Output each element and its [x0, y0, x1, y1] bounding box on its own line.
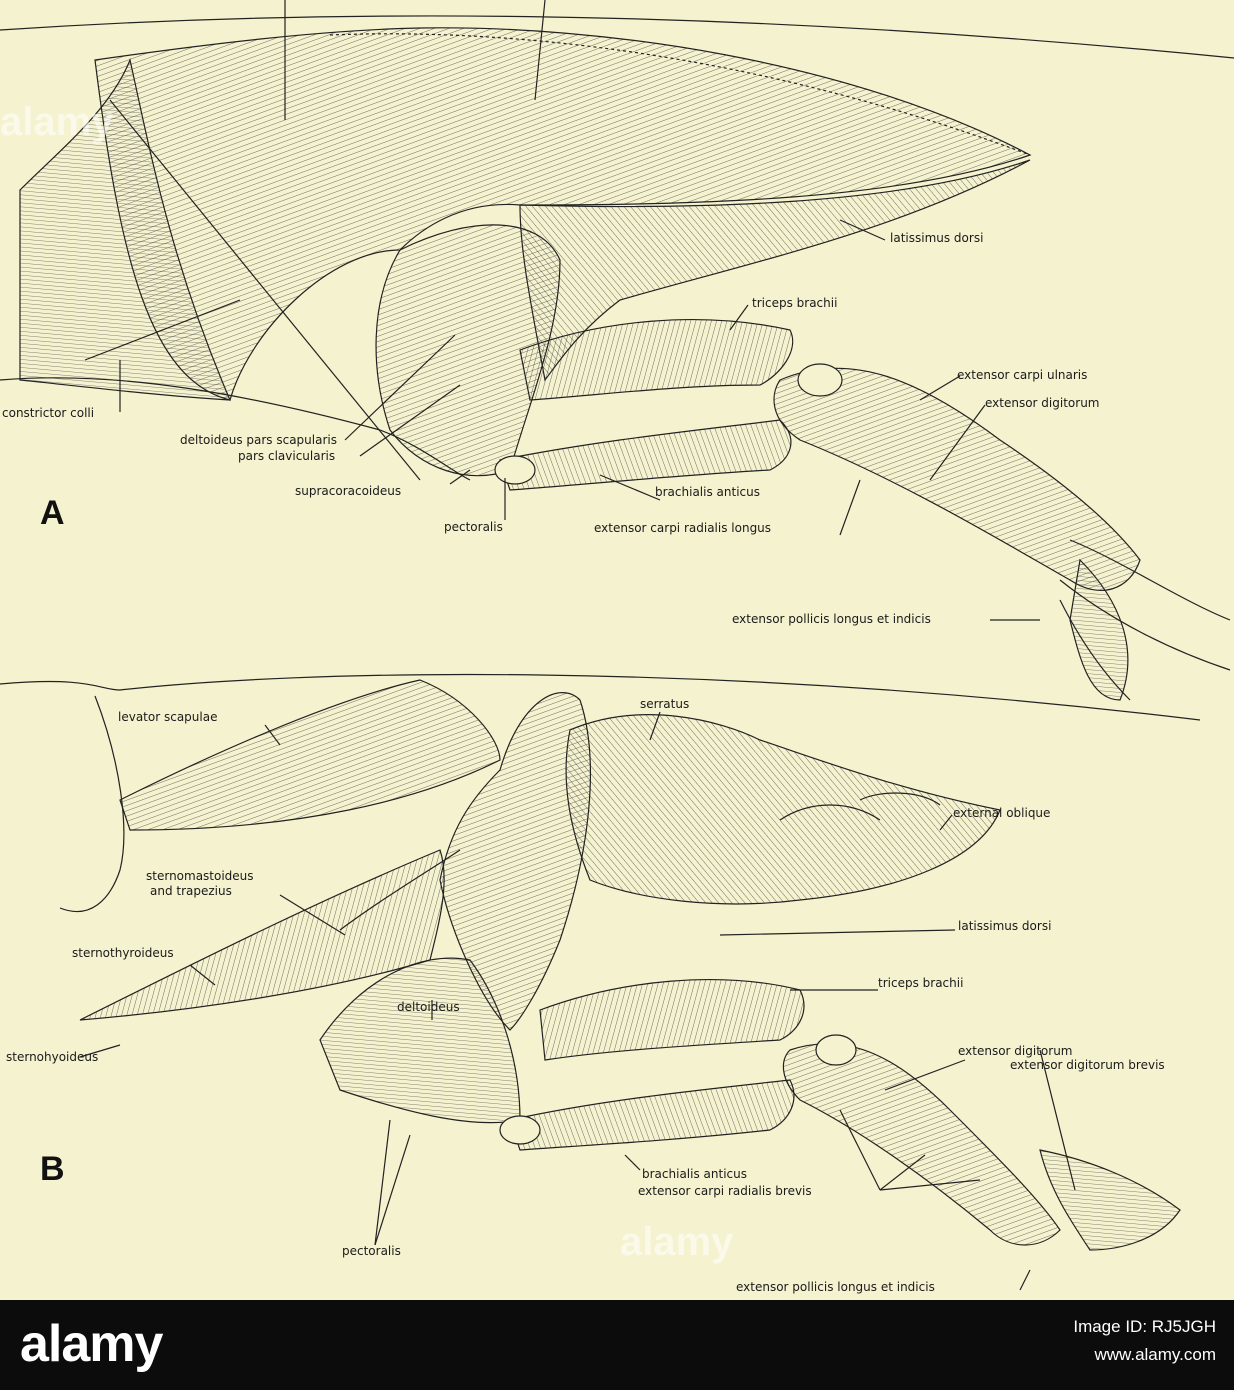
label-sternohyoideus: sternohyoideus [6, 1050, 99, 1064]
alamy-logo[interactable]: alamy [20, 1315, 163, 1373]
muscle-illustration [0, 0, 1234, 1291]
label-extensor-carpi-radialis-brevis: extensor carpi radialis brevis [638, 1184, 812, 1198]
label-brachialis-anticus-b: brachialis anticus [642, 1167, 747, 1181]
watermark: alamy [0, 100, 114, 144]
label-extensor-pollicis-longus-a: extensor pollicis longus et indicis [732, 612, 931, 626]
label-triceps-brachii-a: triceps brachii [752, 296, 838, 310]
figure-canvas: A B latissimus dorsi triceps brachii ext… [0, 0, 1234, 1294]
label-constrictor-colli: constrictor colli [2, 406, 95, 420]
label-sternothyroideus: sternothyroideus [72, 946, 174, 960]
label-serratus: serratus [640, 697, 690, 711]
panel-a-letter: A [40, 494, 65, 532]
image-id: Image ID: RJ5JGH [1073, 1317, 1216, 1336]
label-pars-clavicularis: pars clavicularis [238, 449, 336, 463]
label-brachialis-anticus-a: brachialis anticus [655, 485, 760, 499]
label-extensor-carpi-radialis-longus: extensor carpi radialis longus [594, 521, 772, 535]
watermark: alamy [620, 1220, 734, 1264]
label-extensor-digitorum-brevis: extensor digitorum brevis [1010, 1058, 1165, 1072]
label-extensor-carpi-ulnaris-a: extensor carpi ulnaris [957, 368, 1088, 382]
label-extensor-digitorum-a: extensor digitorum [985, 396, 1100, 410]
label-pectoralis-a: pectoralis [444, 520, 503, 534]
label-and-trapezius: and trapezius [150, 884, 232, 898]
label-external-oblique: external oblique [953, 806, 1051, 820]
panel-a-drawing [0, 0, 1234, 701]
footer-bar: alamy Image ID: RJ5JGH www.alamy.com [0, 1300, 1234, 1390]
label-triceps-brachii-b: triceps brachii [878, 976, 964, 990]
label-levator-scapulae: levator scapulae [118, 710, 218, 724]
label-latissimus-dorsi-a: latissimus dorsi [890, 231, 984, 245]
label-supracoracoideus: supracoracoideus [295, 484, 402, 498]
label-pectoralis-b: pectoralis [342, 1244, 401, 1258]
label-extensor-digitorum-b: extensor digitorum [958, 1044, 1073, 1058]
panel-b-drawing [0, 673, 1201, 1291]
label-deltoideus: deltoideus [397, 1000, 460, 1014]
label-deltoideus-pars-scapularis: deltoideus pars scapularis [180, 433, 337, 447]
label-extensor-pollicis-longus-b: extensor pollicis longus et indicis [736, 1280, 935, 1294]
image-id-block: Image ID: RJ5JGH www.alamy.com [1073, 1313, 1216, 1369]
label-sternomastoideus: sternomastoideus [146, 869, 254, 883]
label-latissimus-dorsi-b: latissimus dorsi [958, 919, 1052, 933]
panel-b-letter: B [40, 1150, 65, 1188]
site-url[interactable]: www.alamy.com [1094, 1345, 1216, 1364]
